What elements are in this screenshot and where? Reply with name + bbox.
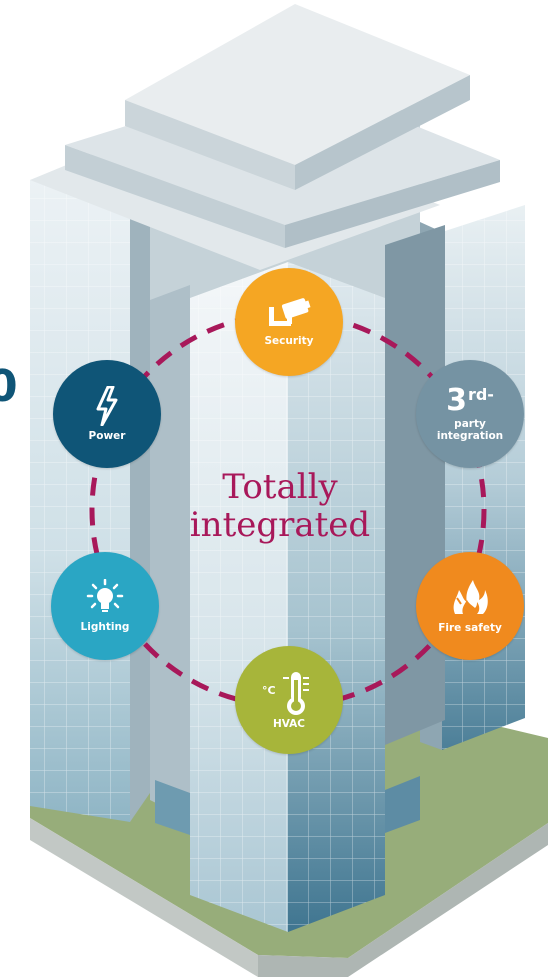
third-party-label-line2: integration	[436, 430, 504, 442]
third-party-suffix: rd-	[467, 385, 494, 404]
thermometer-icon	[283, 672, 309, 715]
roof-top-side-left	[125, 100, 295, 190]
lighting-node: Lighting	[51, 552, 159, 660]
security-camera-icon	[269, 298, 311, 326]
third-party-heading: 3 rd-	[446, 386, 494, 416]
light-bulb-icon	[86, 579, 124, 612]
third-party-label-line1: party	[454, 418, 486, 430]
hvac-unit-label: °C	[262, 684, 276, 697]
left-recess	[150, 285, 190, 820]
tower-front-left-windows	[190, 262, 288, 932]
left-wing-windows	[30, 150, 130, 822]
roof-top	[125, 4, 470, 165]
center-title: Totally integrated	[150, 468, 410, 544]
ground-edge-right	[258, 823, 548, 977]
fire-safety-label: Fire safety	[438, 622, 502, 634]
security-label: Security	[264, 335, 314, 347]
hvac-icon-group: °C	[262, 670, 314, 716]
ground-edge-left	[30, 818, 258, 977]
roof-tier-middle-side-left	[65, 145, 285, 248]
left-wing-side	[130, 150, 152, 822]
power-node: Power	[53, 360, 161, 468]
hvac-node: °C HVAC	[235, 646, 343, 754]
podium-window-left	[155, 780, 190, 835]
third-party-integration-node: 3 rd- party integration	[416, 360, 524, 468]
podium-window-right	[385, 776, 420, 833]
tower-front-right-windows	[288, 262, 385, 932]
roof-top-side-right	[295, 75, 470, 190]
security-node: Security	[235, 268, 343, 376]
power-label: Power	[88, 430, 126, 442]
right-wing-windows	[442, 205, 525, 750]
hvac-label: HVAC	[272, 718, 306, 730]
edge-text-fragment: 0	[0, 362, 18, 412]
fire-safety-node: Fire safety	[416, 552, 524, 660]
lightning-bolt-icon	[96, 386, 118, 426]
center-title-line2: integrated	[189, 505, 371, 545]
center-title-line1: Totally	[222, 467, 338, 507]
third-party-number: 3	[446, 383, 467, 418]
roof-tier-middle-side-right	[285, 160, 500, 248]
lighting-label: Lighting	[80, 621, 130, 633]
flame-icon	[453, 580, 488, 614]
